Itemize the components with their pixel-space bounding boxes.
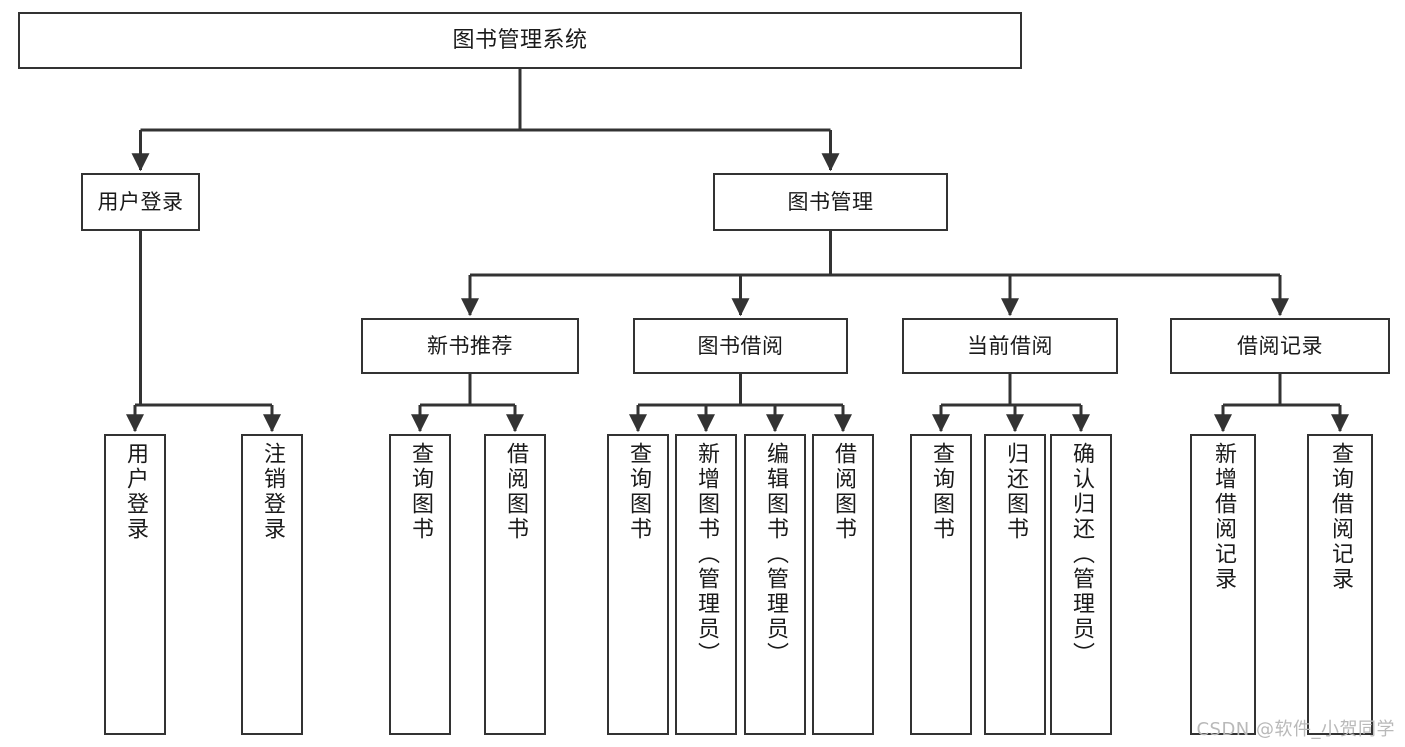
node-records[interactable]: 借阅记录 [1170, 318, 1390, 374]
node-l-edit[interactable]: 编辑图书（管理员） [744, 434, 806, 735]
node-current[interactable]: 当前借阅 [902, 318, 1118, 374]
node-l-addrec[interactable]: 新增借阅记录 [1190, 434, 1256, 735]
node-login[interactable]: 用户登录 [81, 173, 200, 231]
node-label: 确认归还（管理员） [1069, 442, 1094, 667]
watermark: CSDN @软件_小贺同学 [1196, 719, 1395, 740]
node-l-borrow2[interactable]: 借阅图书 [812, 434, 874, 735]
node-l-borrow1[interactable]: 借阅图书 [484, 434, 546, 735]
node-label: 借阅图书 [831, 442, 856, 542]
node-label: 查询图书 [626, 442, 651, 542]
node-label: 用户登录 [123, 442, 148, 542]
node-l-query1[interactable]: 查询图书 [389, 434, 451, 735]
node-l-confirm[interactable]: 确认归还（管理员） [1050, 434, 1112, 735]
node-l-logout[interactable]: 注销登录 [241, 434, 303, 735]
node-l-add[interactable]: 新增图书（管理员） [675, 434, 737, 735]
node-label: 借阅记录 [1237, 333, 1323, 358]
node-label: 借阅图书 [503, 442, 528, 542]
node-label: 用户登录 [97, 189, 184, 214]
node-label: 新增借阅记录 [1211, 442, 1236, 592]
node-label: 归还图书 [1003, 442, 1028, 542]
node-label: 查询图书 [929, 442, 954, 542]
node-l-return[interactable]: 归还图书 [984, 434, 1046, 735]
node-l-query3[interactable]: 查询图书 [910, 434, 972, 735]
node-label: 图书管理 [787, 189, 874, 214]
node-label: 新书推荐 [427, 333, 513, 358]
node-newbook[interactable]: 新书推荐 [361, 318, 579, 374]
node-label: 查询图书 [408, 442, 433, 542]
node-label: 查询借阅记录 [1328, 442, 1353, 592]
node-label: 图书借阅 [697, 333, 784, 358]
node-l-query2[interactable]: 查询图书 [607, 434, 669, 735]
node-label: 编辑图书（管理员） [763, 442, 788, 667]
node-borrow[interactable]: 图书借阅 [633, 318, 848, 374]
node-bookmgmt[interactable]: 图书管理 [713, 173, 948, 231]
node-l-login[interactable]: 用户登录 [104, 434, 166, 735]
node-root[interactable]: 图书管理系统 [18, 12, 1022, 69]
node-l-queryrec[interactable]: 查询借阅记录 [1307, 434, 1373, 735]
node-label: 注销登录 [260, 442, 285, 542]
node-label: 新增图书（管理员） [694, 442, 719, 667]
node-label: 图书管理系统 [452, 27, 588, 53]
node-label: 当前借阅 [967, 333, 1053, 358]
